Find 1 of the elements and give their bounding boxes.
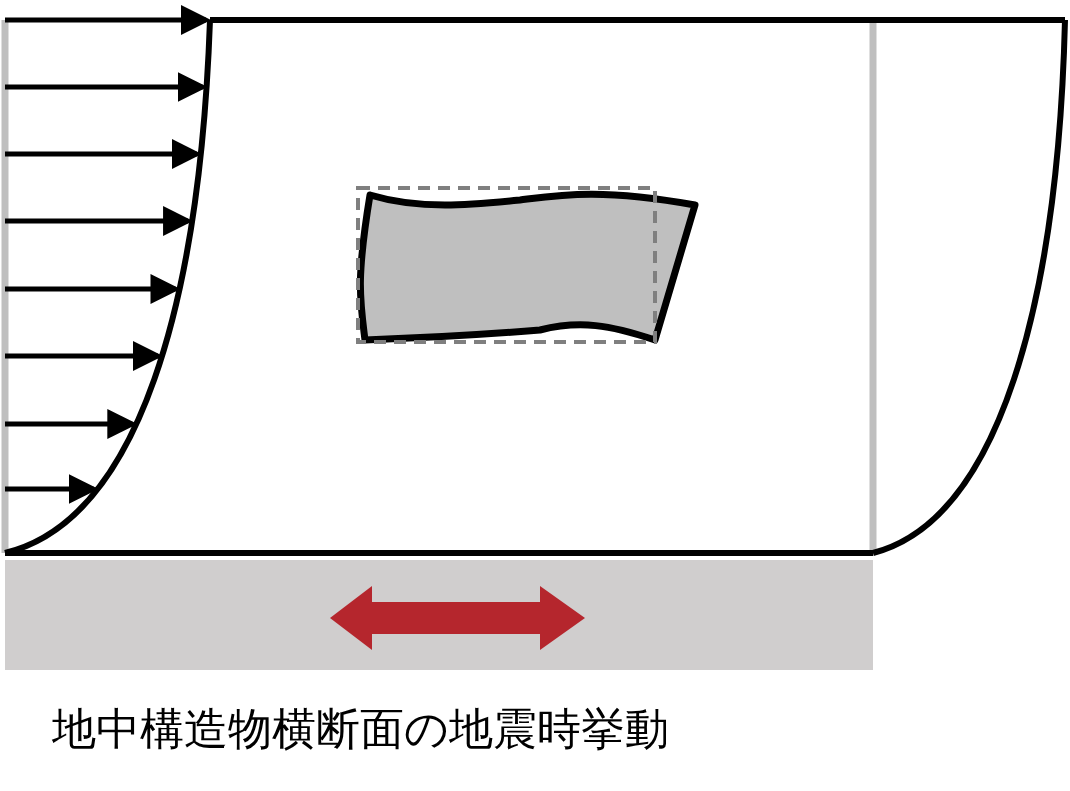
- caption: 地中構造物横断面の地震時挙動: [52, 702, 669, 756]
